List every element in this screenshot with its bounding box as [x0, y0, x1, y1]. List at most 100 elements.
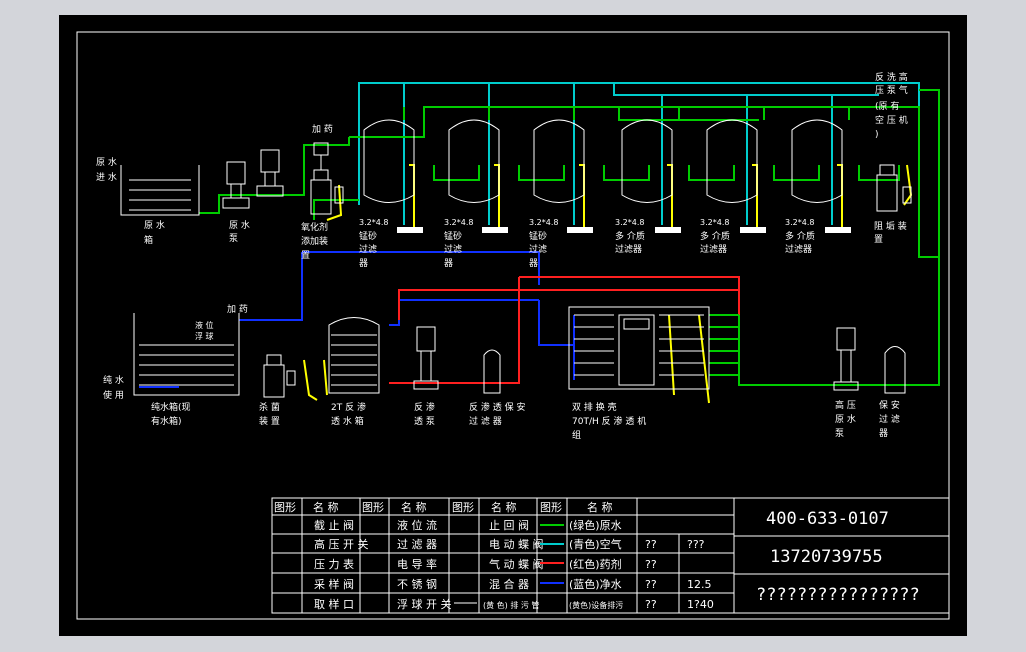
extra-1-r2: ??	[645, 558, 657, 571]
legend-col4-r5: (黄色)设备排污	[569, 600, 623, 610]
dosing-point-2: 加 药	[227, 304, 248, 315]
legend-col1-r2: 高 压 开 关	[314, 537, 369, 551]
legend-col4-r4: (蓝色)净水	[569, 577, 622, 591]
scale-inhibitor-unit	[876, 164, 912, 212]
extra-2-r4: 1?40	[687, 598, 714, 611]
legend-headers: 图形 名 称 图形 名 称 图形 名 称 图形 名 称	[274, 500, 613, 514]
tank-valve-1: 液 位	[195, 320, 214, 330]
header-8: 名 称	[587, 500, 613, 514]
legend-col3: 止 回 阀 电 动 蝶 阀 气 动 蝶 阀 混 合 器 (黄 色) 排 污 管	[483, 518, 544, 610]
raw-water-tank-line2: 箱	[144, 234, 153, 246]
ro-security-filter	[483, 349, 501, 394]
pure-water-outlet-line1: 纯 水	[103, 374, 124, 386]
pure-tank-line2: 有水箱)	[151, 415, 182, 427]
labels-bottom: 纯 水 使 用 纯水箱(现 有水箱) 液 位 浮 球 加 药 杀 菌 装 置 2…	[103, 304, 900, 441]
legend-col2: 液 位 流 过 滤 器 电 导 率 不 锈 钢 浮 球 开 关	[397, 518, 452, 611]
legend-col4-r2: (青色)空气	[569, 537, 622, 551]
header-7: 图形	[540, 501, 562, 514]
backwash-line5: )	[875, 130, 879, 140]
filter-4-spec: 3.2*4.8	[615, 218, 644, 227]
backwash-line3: (原 有	[875, 100, 899, 112]
legend-col3-r2: 电 动 蝶 阀	[489, 537, 544, 551]
filter-1-name-2: 过滤	[359, 243, 377, 255]
legend-col2-r4: 不 锈 钢	[397, 578, 437, 591]
legend-col4-r1: (绿色)原水	[569, 518, 622, 532]
backwash-line1: 反 洗 高	[875, 71, 908, 83]
security-filter-2-line3: 器	[879, 428, 888, 439]
filter-vessels	[363, 119, 843, 203]
filter-labels: 3.2*4.8 锰砂 过滤 器 3.2*4.8 锰砂 过滤 器 3.2*4.8 …	[359, 218, 815, 269]
ro-pump-line2: 透 泵	[414, 416, 435, 427]
filter-5-name-1: 多 介质	[700, 230, 730, 242]
filter-6-name-2: 过滤器	[785, 243, 812, 255]
filter-2-name-3: 器	[444, 258, 453, 269]
legend-col2-r5: 浮 球 开 关	[397, 597, 452, 611]
tank-valve-2: 浮 球	[195, 331, 214, 341]
filter-4-name-1: 多 介质	[615, 230, 645, 242]
header-6: 名 称	[491, 500, 517, 514]
disinfection-device	[263, 354, 296, 398]
filter-1-name-1: 锰砂	[359, 230, 377, 242]
legend-col3-r3: 气 动 蝶 阀	[489, 557, 544, 571]
filter-2-name-1: 锰砂	[444, 230, 462, 242]
ro-machine-line1: 双 排 换 壳	[572, 401, 617, 413]
legend-col2-r1: 液 位 流	[397, 518, 437, 532]
extra-2-r1: ???	[687, 538, 705, 551]
legend-col4-r3: (红色)药剂	[569, 557, 622, 571]
filter-6-spec: 3.2*4.8	[785, 218, 814, 227]
drawing-sheet: 原 水 进 水 原 水 箱 原 水 泵 氧化剂 添加装 置 加 药 反 洗 高 …	[59, 15, 967, 636]
filter-5-name-2: 过滤器	[700, 243, 727, 255]
legend-col1-r1: 截 止 阀	[314, 518, 354, 532]
backwash-line4: 空 压 机	[875, 114, 908, 126]
ro-machine	[568, 306, 710, 390]
legend-col3-r5: (黄 色) 排 污 管	[483, 600, 539, 610]
filter-3-name-1: 锰砂	[529, 230, 547, 242]
header-4: 名 称	[401, 500, 427, 514]
ro-water-tank-2t	[328, 317, 380, 394]
disinfection-line1: 杀 菌	[259, 401, 280, 413]
header-5: 图形	[452, 501, 474, 514]
disinfection-line2: 装 置	[259, 415, 280, 427]
chemical-piping	[389, 276, 740, 384]
ro-feed-pump	[413, 326, 439, 390]
security-filter-2-line1: 保 安	[879, 399, 900, 411]
raw-water-tank-line1: 原 水	[144, 219, 165, 231]
header-1: 图形	[274, 501, 296, 514]
filter-1-spec: 3.2*4.8	[359, 218, 388, 227]
legend-col3-r1: 止 回 阀	[489, 518, 529, 532]
hp-pump-line2: 原 水	[835, 413, 856, 425]
extra-2-r3: 12.5	[687, 578, 712, 591]
security-filter-line2: 过 滤 器	[469, 415, 502, 427]
filter-6-name-1: 多 介质	[785, 230, 815, 242]
extra-1-r3: ??	[645, 578, 657, 591]
backwash-line2: 压 泵 气	[875, 84, 908, 96]
raw-water-inlet-line1: 原 水	[96, 156, 117, 168]
oxidant-line2: 添加装	[301, 235, 328, 247]
tank-2t-line1: 2T 反 渗	[331, 401, 366, 413]
legend-col1: 截 止 阀 高 压 开 关 压 力 表 采 样 阀 取 样 口	[314, 518, 369, 611]
security-filter-line1: 反 渗 透 保 安	[469, 401, 525, 413]
hp-pump-line3: 泵	[835, 428, 844, 439]
drain-piping-bottom	[303, 314, 710, 404]
filter-bases	[397, 227, 851, 233]
legend-col2-r2: 过 滤 器	[397, 538, 437, 551]
legend-col1-r3: 压 力 表	[314, 557, 354, 571]
pure-tank-line1: 纯水箱(现	[151, 401, 191, 413]
security-filter-right	[884, 346, 906, 394]
phone-2: 13720739755	[770, 547, 883, 567]
dosing-point-1: 加 药	[312, 124, 333, 135]
filter-2-name-2: 过滤	[444, 243, 462, 255]
oxidant-dosing-unit	[310, 142, 344, 215]
filter-2-spec: 3.2*4.8	[444, 218, 473, 227]
raw-water-pumps	[222, 149, 284, 209]
air-header	[358, 82, 920, 225]
high-pressure-pump	[833, 327, 859, 391]
scale-inhibitor-line2: 置	[874, 234, 883, 245]
oxidant-line3: 置	[301, 250, 310, 261]
legend-col3-r4: 混 合 器	[489, 577, 529, 591]
raw-water-piping	[199, 89, 940, 386]
extra-1-r4: ??	[645, 598, 657, 611]
filter-3-name-3: 器	[529, 258, 538, 269]
raw-water-inlet-line2: 进 水	[96, 171, 117, 183]
filter-3-name-2: 过滤	[529, 243, 547, 255]
